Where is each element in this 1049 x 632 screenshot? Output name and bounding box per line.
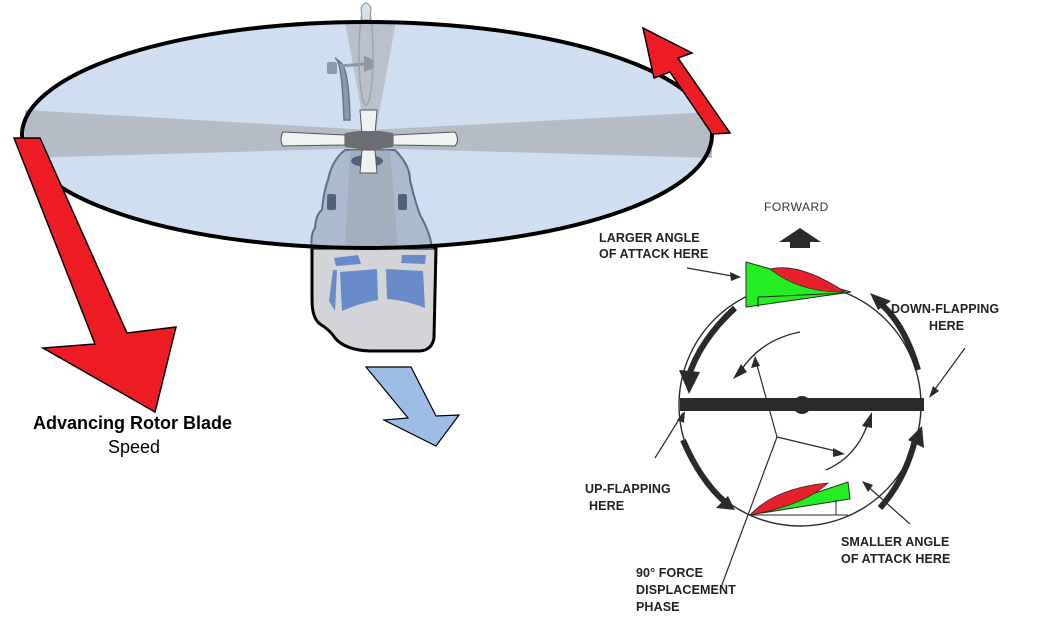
precession-diagram: [654, 228, 966, 591]
larger-angle-label-line2: OF ATTACK HERE: [599, 247, 709, 261]
smaller-angle-label-line1: SMALLER ANGLE: [841, 535, 950, 549]
helicopter-body: [310, 149, 434, 249]
airfoil-larger-aoa: [745, 261, 852, 308]
advancing-caption-line1: Advancing Rotor Blade: [33, 413, 233, 433]
phase-label-line2: DISPLACEMENT: [636, 583, 736, 597]
window-icon: [386, 269, 425, 308]
red-arrow-retreating: [641, 26, 732, 135]
window-icon: [340, 269, 378, 311]
rotation-arrow: [877, 300, 921, 371]
airfoil-smaller-aoa: [748, 481, 851, 516]
window-icon: [329, 270, 337, 311]
window-icon: [401, 255, 426, 264]
phase-label-line1: 90° FORCE: [636, 566, 704, 580]
smaller-angle-label-line2: OF ATTACK HERE: [841, 552, 951, 566]
window-icon: [327, 194, 336, 210]
larger-angle-label-line1: LARGER ANGLE: [599, 231, 700, 245]
up-flapping-label-line2: HERE: [589, 499, 625, 513]
rotor-hub: [280, 109, 458, 174]
advancing-caption-line2: Speed: [108, 437, 161, 457]
up-flapping-label-line1: UP-FLAPPING: [585, 482, 671, 496]
tail-boom: [327, 2, 374, 121]
down-flapping-label-line2: HERE: [929, 319, 965, 333]
rotation-arrow: [877, 439, 918, 510]
rotation-arrow: [685, 305, 738, 379]
window-icon: [398, 194, 407, 210]
phase-label-line3: PHASE: [636, 600, 680, 614]
forward-arrow-icon: [779, 228, 821, 248]
rotation-arrow: [680, 438, 728, 505]
helicopter-nose: [310, 246, 438, 353]
down-flapping-label-line1: DOWN-FLAPPING: [891, 302, 1000, 316]
blue-arrow-direction: [364, 366, 461, 447]
forward-label: FORWARD: [764, 200, 829, 214]
window-icon: [334, 255, 361, 266]
phase-pointer-line: [719, 436, 778, 591]
red-arrow-advancing: [12, 137, 177, 414]
rotor-disc-outline: [20, 20, 714, 250]
